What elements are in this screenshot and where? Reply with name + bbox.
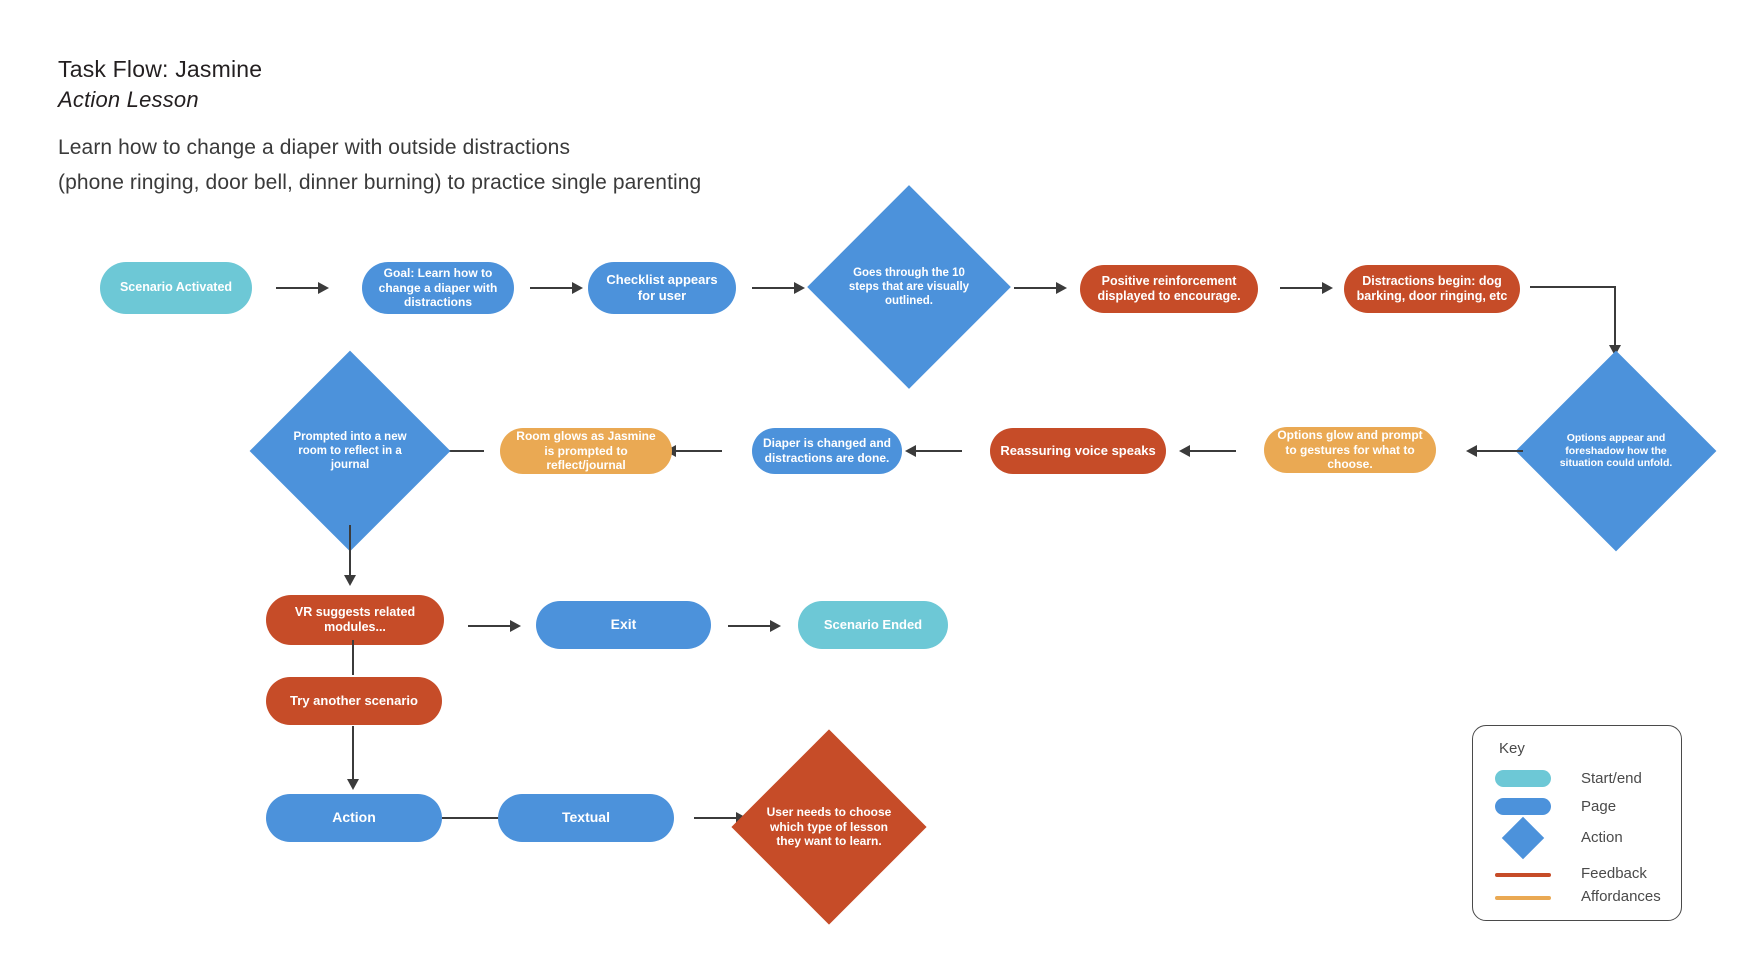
node-distractions-begin[interactable]: Distractions begin: dog barking, door ri… [1344, 265, 1520, 313]
description-line-1: Learn how to change a diaper with outsid… [58, 136, 571, 159]
node-diaper-changed[interactable]: Diaper is changed and distractions are d… [752, 428, 902, 474]
node-prompted-journal[interactable]: Prompted into a new room to reflect in a… [249, 350, 451, 552]
node-options-foreshadow[interactable]: Options appear and foreshadow how the si… [1515, 350, 1717, 552]
node-try-another[interactable]: Try another scenario [266, 677, 442, 725]
node-checklist[interactable]: Checklist appears for user [588, 262, 736, 314]
node-action[interactable]: Action [266, 794, 442, 842]
legend-key-box: Key Start/end Page Action Feedback Affor… [1472, 725, 1682, 921]
node-textual[interactable]: Textual [498, 794, 674, 842]
node-exit[interactable]: Exit [536, 601, 711, 649]
legend-item-affordances: Affordances [1495, 888, 1661, 905]
legend-item-action: Action [1495, 816, 1623, 860]
node-vr-suggests[interactable]: VR suggests related modules... [266, 595, 444, 645]
legend-label-affordances: Affordances [1581, 888, 1661, 905]
action-diamond-icon [1501, 816, 1545, 860]
node-ten-steps-label: Goes through the 10 steps that are visua… [848, 266, 970, 307]
node-options-glow[interactable]: Options glow and prompt to gestures for … [1264, 427, 1436, 473]
legend-label-page: Page [1581, 798, 1617, 815]
start-end-swatch-icon [1495, 770, 1551, 787]
node-room-glows[interactable]: Room glows as Jasmine is prompted to ref… [500, 428, 672, 474]
affordances-line-icon [1495, 896, 1551, 900]
feedback-line-icon [1495, 873, 1551, 877]
node-ten-steps[interactable]: Goes through the 10 steps that are visua… [807, 185, 1011, 389]
node-options-foreshadow-label: Options appear and foreshadow how the si… [1559, 431, 1673, 470]
node-user-chooses[interactable]: User needs to choose which type of lesso… [731, 729, 927, 925]
legend-label-start-end: Start/end [1581, 770, 1642, 787]
node-prompted-journal-label: Prompted into a new room to reflect in a… [293, 430, 407, 471]
node-scenario-activated[interactable]: Scenario Activated [100, 262, 252, 314]
node-reassuring-voice[interactable]: Reassuring voice speaks [990, 428, 1166, 474]
page-subtitle: Action Lesson [58, 87, 199, 112]
description-line-2: (phone ringing, door bell, dinner burnin… [58, 171, 702, 194]
legend-label-action: Action [1581, 829, 1623, 846]
legend-item-feedback: Feedback [1495, 865, 1647, 882]
legend-item-page: Page [1495, 798, 1616, 815]
legend-item-start-end: Start/end [1495, 770, 1642, 787]
node-positive-reinforcement[interactable]: Positive reinforcement displayed to enco… [1080, 265, 1258, 313]
legend-title: Key [1499, 740, 1525, 757]
page-swatch-icon [1495, 798, 1551, 815]
node-user-chooses-label: User needs to choose which type of lesso… [766, 805, 892, 849]
legend-label-feedback: Feedback [1581, 865, 1647, 882]
node-goal[interactable]: Goal: Learn how to change a diaper with … [362, 262, 514, 314]
page-title: Task Flow: Jasmine [58, 56, 263, 82]
node-scenario-ended[interactable]: Scenario Ended [798, 601, 948, 649]
